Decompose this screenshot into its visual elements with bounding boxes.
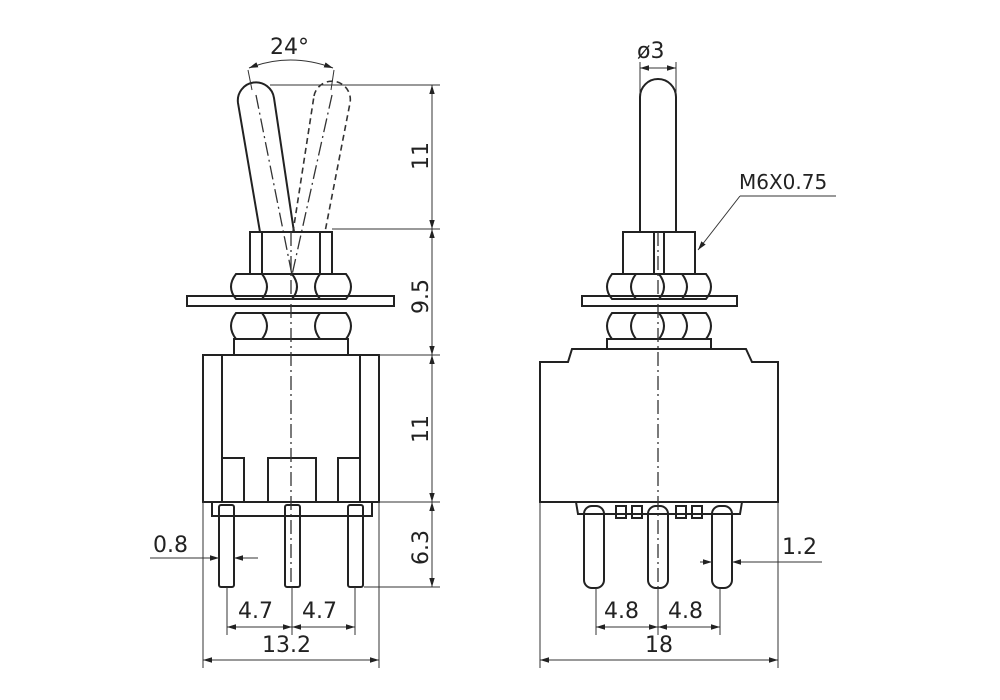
side-lever [639, 78, 677, 232]
pitch-left-label: 4.7 [238, 599, 273, 624]
front-dimensions [150, 84, 440, 668]
side-dimensions [539, 62, 836, 668]
side-terminal-right [711, 505, 733, 589]
side-pitch-left-label: 4.8 [604, 599, 639, 624]
lever-diameter-label: ø3 [637, 39, 664, 64]
angle-arc [248, 59, 334, 69]
side-overall-width-label: 18 [645, 633, 673, 658]
front-lever-alt [292, 80, 352, 233]
bushing-height-label: 9.5 [409, 279, 434, 314]
side-pitch-right-label: 4.8 [668, 599, 703, 624]
front-lever [236, 81, 296, 233]
lever-height-label: 11 [409, 142, 434, 170]
front-nut-top [230, 273, 352, 300]
side-body [539, 348, 779, 503]
front-terminal-right [347, 504, 364, 588]
overall-width-label: 13.2 [262, 633, 311, 658]
front-terminal-center [284, 504, 301, 588]
thread-label: M6X0.75 [739, 170, 827, 194]
side-view [539, 78, 779, 589]
side-terminal-width-label: 1.2 [782, 535, 817, 560]
side-mount-plate [581, 295, 738, 307]
angle-label: 24° [270, 35, 309, 60]
side-terminal-left [583, 505, 605, 589]
front-terminal-left [218, 504, 235, 588]
terminal-length-label: 6.3 [409, 530, 434, 565]
pitch-right-label: 4.7 [302, 599, 337, 624]
front-view [186, 59, 395, 588]
body-height-label: 11 [409, 415, 434, 443]
side-nut-top [606, 273, 712, 300]
terminal-width-label: 0.8 [153, 533, 188, 558]
side-bushing [622, 231, 696, 275]
side-nut-bottom [606, 312, 712, 340]
